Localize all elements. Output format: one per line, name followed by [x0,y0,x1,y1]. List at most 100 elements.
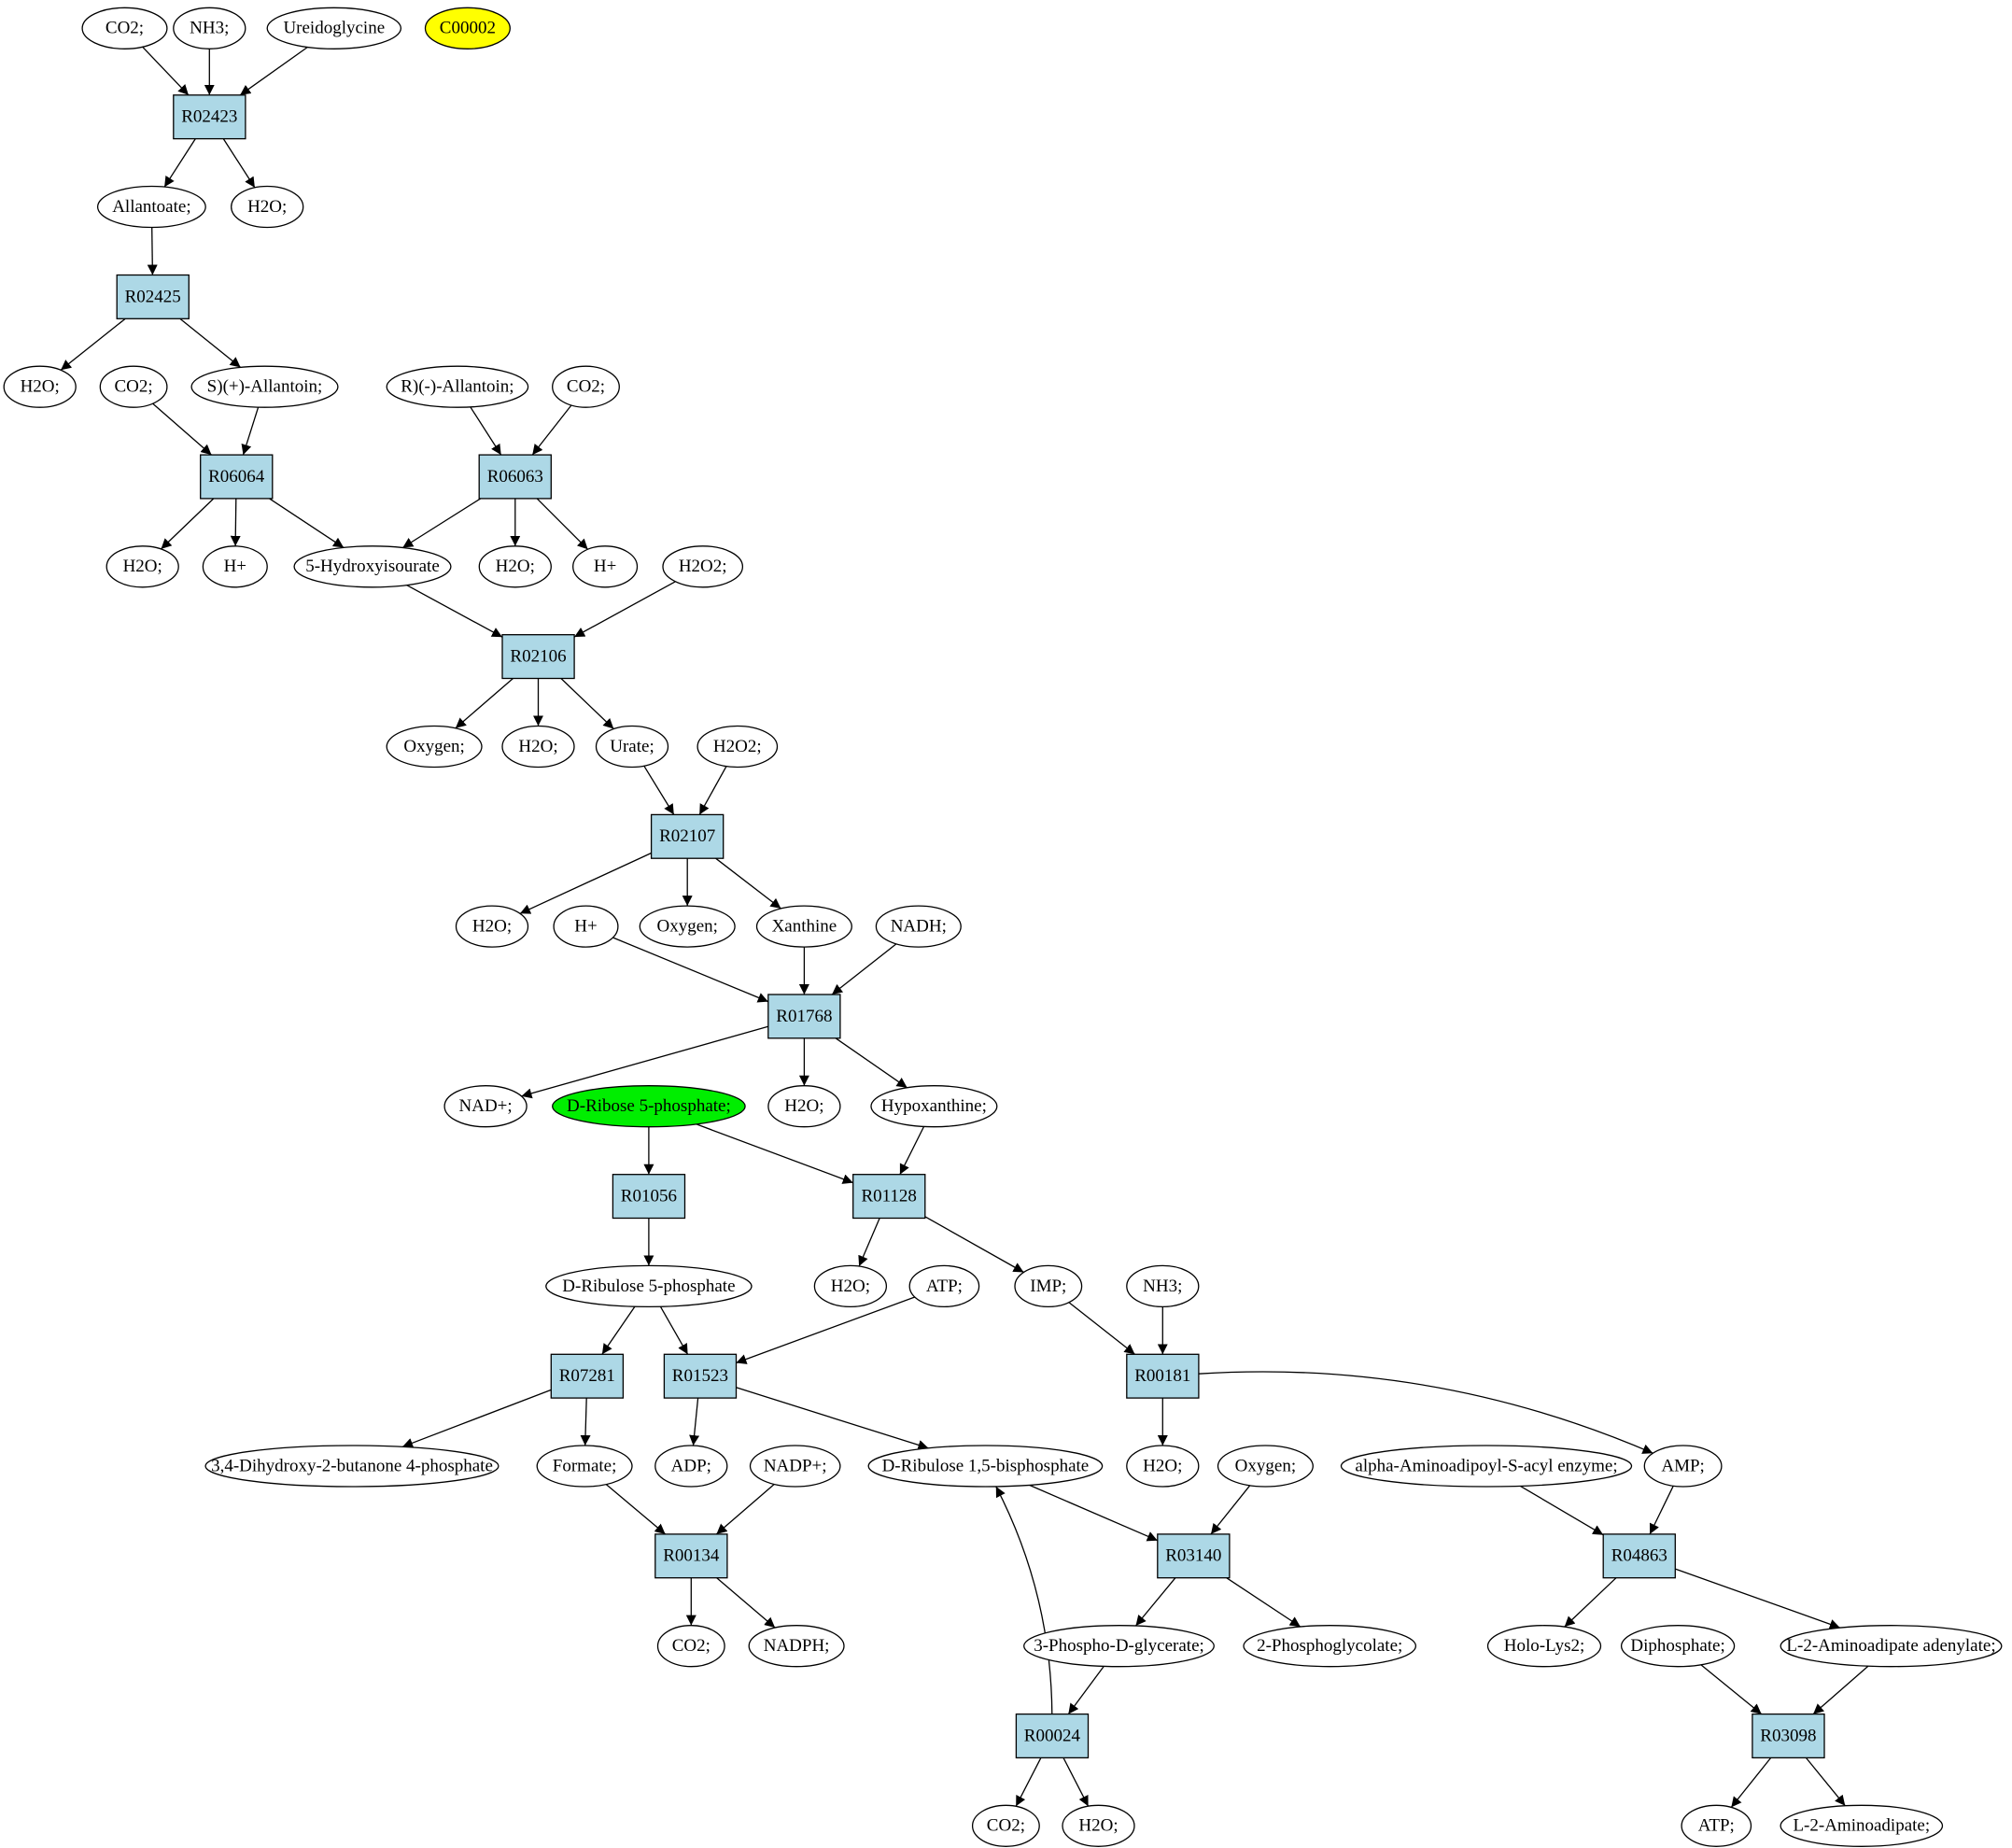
compound-node-hypoxanthine[interactable]: Hypoxanthine; [870,1085,998,1128]
compound-node-h2o-9[interactable]: H2O; [1126,1445,1200,1488]
reaction-label: R03140 [1165,1546,1221,1566]
reaction-node-r04863[interactable]: R04863 [1602,1533,1676,1579]
compound-node-3pg[interactable]: 3-Phospho-D-glycerate; [1023,1625,1215,1668]
compound-node-oxygen-3[interactable]: Oxygen; [1217,1445,1314,1488]
compound-node-hplus-3[interactable]: H+ [553,905,619,948]
edge-r02423-to-h2o-1 [222,138,256,189]
edge-r06064-to-5hydroxyisourate [269,498,345,548]
compound-ellipse [875,905,962,948]
compound-node-nadph[interactable]: NADPH; [748,1625,845,1668]
compound-node-r-allantoin[interactable]: R)(-)-Allantoin; [386,365,529,408]
compound-ellipse [1217,1445,1314,1488]
compound-ellipse [424,7,511,49]
compound-node-atp-1[interactable]: ATP; [908,1264,980,1308]
compound-node-h2o-4[interactable]: H2O; [478,545,552,588]
reaction-node-r07281[interactable]: R07281 [550,1353,625,1399]
edge-r02107-to-xanthine [715,857,781,910]
compound-node-nadh[interactable]: NADH; [875,905,962,948]
compound-node-co2-5[interactable]: CO2; [971,1804,1040,1847]
compound-node-s-allantoin[interactable]: S)(+)-Allantoin; [190,365,339,408]
compound-node-c00002[interactable]: C00002 [424,7,511,49]
compound-node-h2o-7[interactable]: H2O; [767,1085,841,1128]
compound-node-co2-4[interactable]: CO2; [656,1625,725,1668]
reaction-node-r01128[interactable]: R01128 [852,1174,926,1220]
compound-node-oxygen-2[interactable]: Oxygen; [639,905,736,948]
edge-r01523-to-adp [689,1398,700,1446]
compound-label: H2O; [1143,1456,1182,1475]
compound-node-oxygen-1[interactable]: Oxygen; [386,725,483,769]
reaction-node-r06063[interactable]: R06063 [478,454,552,500]
compound-node-h2o-10[interactable]: H2O; [1062,1804,1135,1847]
compound-node-h2o2-2[interactable]: H2O2; [696,725,779,769]
reaction-node-r03140[interactable]: R03140 [1157,1533,1231,1579]
compound-node-allantoate[interactable]: Allantoate; [96,185,206,229]
compound-node-co2-3[interactable]: CO2; [552,365,620,408]
compound-node-imp[interactable]: IMP; [1014,1264,1083,1308]
compound-node-co2-1[interactable]: CO2; [81,7,168,49]
compound-node-adp[interactable]: ADP; [654,1445,728,1488]
reaction-node-r02423[interactable]: R02423 [173,94,246,140]
compound-node-h2o-6[interactable]: H2O; [455,905,529,948]
compound-node-amp[interactable]: AMP; [1643,1445,1723,1488]
compound-node-urate[interactable]: Urate; [595,725,669,769]
compound-node-dribulose5p[interactable]: D-Ribulose 5-phosphate [545,1264,753,1308]
compound-node-hololys2[interactable]: Holo-Lys2; [1486,1625,1602,1668]
reaction-label: R01056 [621,1186,677,1206]
compound-node-dribulose15bp[interactable]: D-Ribulose 1,5-bisphosphate [867,1445,1104,1488]
reaction-node-r00181[interactable]: R00181 [1126,1353,1200,1399]
compound-node-atp-2[interactable]: ATP; [1681,1804,1752,1847]
compound-ellipse [1486,1625,1602,1668]
edge-r02425-to-h2o-2 [60,317,126,371]
compound-ellipse [478,545,552,588]
reaction-node-r02107[interactable]: R02107 [650,813,725,859]
compound-node-dribose5p[interactable]: D-Ribose 5-phosphate; [552,1085,746,1128]
reaction-box [654,1533,728,1579]
edge-hplus-3-to-r01768 [612,937,769,1003]
compound-node-h2o-2[interactable]: H2O; [3,365,77,408]
compound-node-xanthine[interactable]: Xanthine [755,905,852,948]
compound-node-5hydroxyisourate[interactable]: 5-Hydroxyisourate [293,545,452,588]
edge-r06063-to-5hydroxyisourate [401,498,482,549]
compound-node-nh3-1[interactable]: NH3; [173,7,246,49]
compound-node-co2-2[interactable]: CO2; [99,365,168,408]
edge-allantoate-to-r02425 [147,227,158,275]
compound-node-aminoadipoyl[interactable]: alpha-Aminoadipoyl-S-acyl enzyme; [1340,1445,1633,1488]
compound-ellipse [813,1264,888,1308]
reaction-node-r02106[interactable]: R02106 [501,634,575,680]
compound-label: H+ [224,557,246,576]
reaction-label: R02106 [510,646,566,666]
compound-node-formate[interactable]: Formate; [536,1445,633,1488]
compound-node-nh3-2[interactable]: NH3; [1126,1264,1200,1308]
compound-node-nadplus[interactable]: NAD+; [443,1085,528,1128]
compound-node-nadpplus[interactable]: NADP+; [749,1445,841,1488]
compound-node-hplus-1[interactable]: H+ [202,545,268,588]
compound-node-ureidoglycine[interactable]: Ureidoglycine [266,7,402,49]
reaction-node-r00134[interactable]: R00134 [654,1533,728,1579]
compound-node-dihydroxybutanone[interactable]: 3,4-Dihydroxy-2-butanone 4-phosphate [204,1445,499,1488]
reaction-node-r02425[interactable]: R02425 [116,274,190,319]
compound-node-h2o-1[interactable]: H2O; [231,185,304,229]
reaction-box [550,1353,625,1399]
reaction-node-r01523[interactable]: R01523 [663,1353,738,1399]
edge-formate-to-r00134 [605,1484,667,1535]
compound-node-h2o-8[interactable]: H2O; [813,1264,888,1308]
compound-node-h2o-3[interactable]: H2O; [106,545,179,588]
compound-label: Diphosphate; [1630,1636,1724,1656]
reaction-node-r03098[interactable]: R03098 [1752,1713,1825,1759]
compound-node-l2aa-adenylate[interactable]: L-2-Aminoadipate adenylate; [1780,1625,2003,1668]
reaction-box [1752,1713,1825,1759]
reaction-node-r01056[interactable]: R01056 [612,1174,686,1220]
reaction-node-r00024[interactable]: R00024 [1015,1713,1090,1759]
reaction-node-r01768[interactable]: R01768 [767,994,841,1039]
compound-node-diphosphate[interactable]: Diphosphate; [1620,1625,1736,1668]
reaction-label: R06063 [487,467,543,487]
edge-h2o2-2-to-r02107 [698,766,727,815]
compound-ellipse [1023,1625,1215,1668]
compound-node-h2o2-1[interactable]: H2O2; [662,545,744,588]
edge-r04863-to-l2aa-adenylate [1675,1568,1841,1629]
compound-node-l2aa[interactable]: L-2-Aminoadipate; [1780,1804,1944,1847]
compound-node-2pglycolate[interactable]: 2-Phosphoglycolate; [1243,1625,1417,1668]
reaction-node-r06064[interactable]: R06064 [200,454,274,500]
compound-node-hplus-2[interactable]: H+ [572,545,639,588]
compound-node-h2o-5[interactable]: H2O; [501,725,575,769]
